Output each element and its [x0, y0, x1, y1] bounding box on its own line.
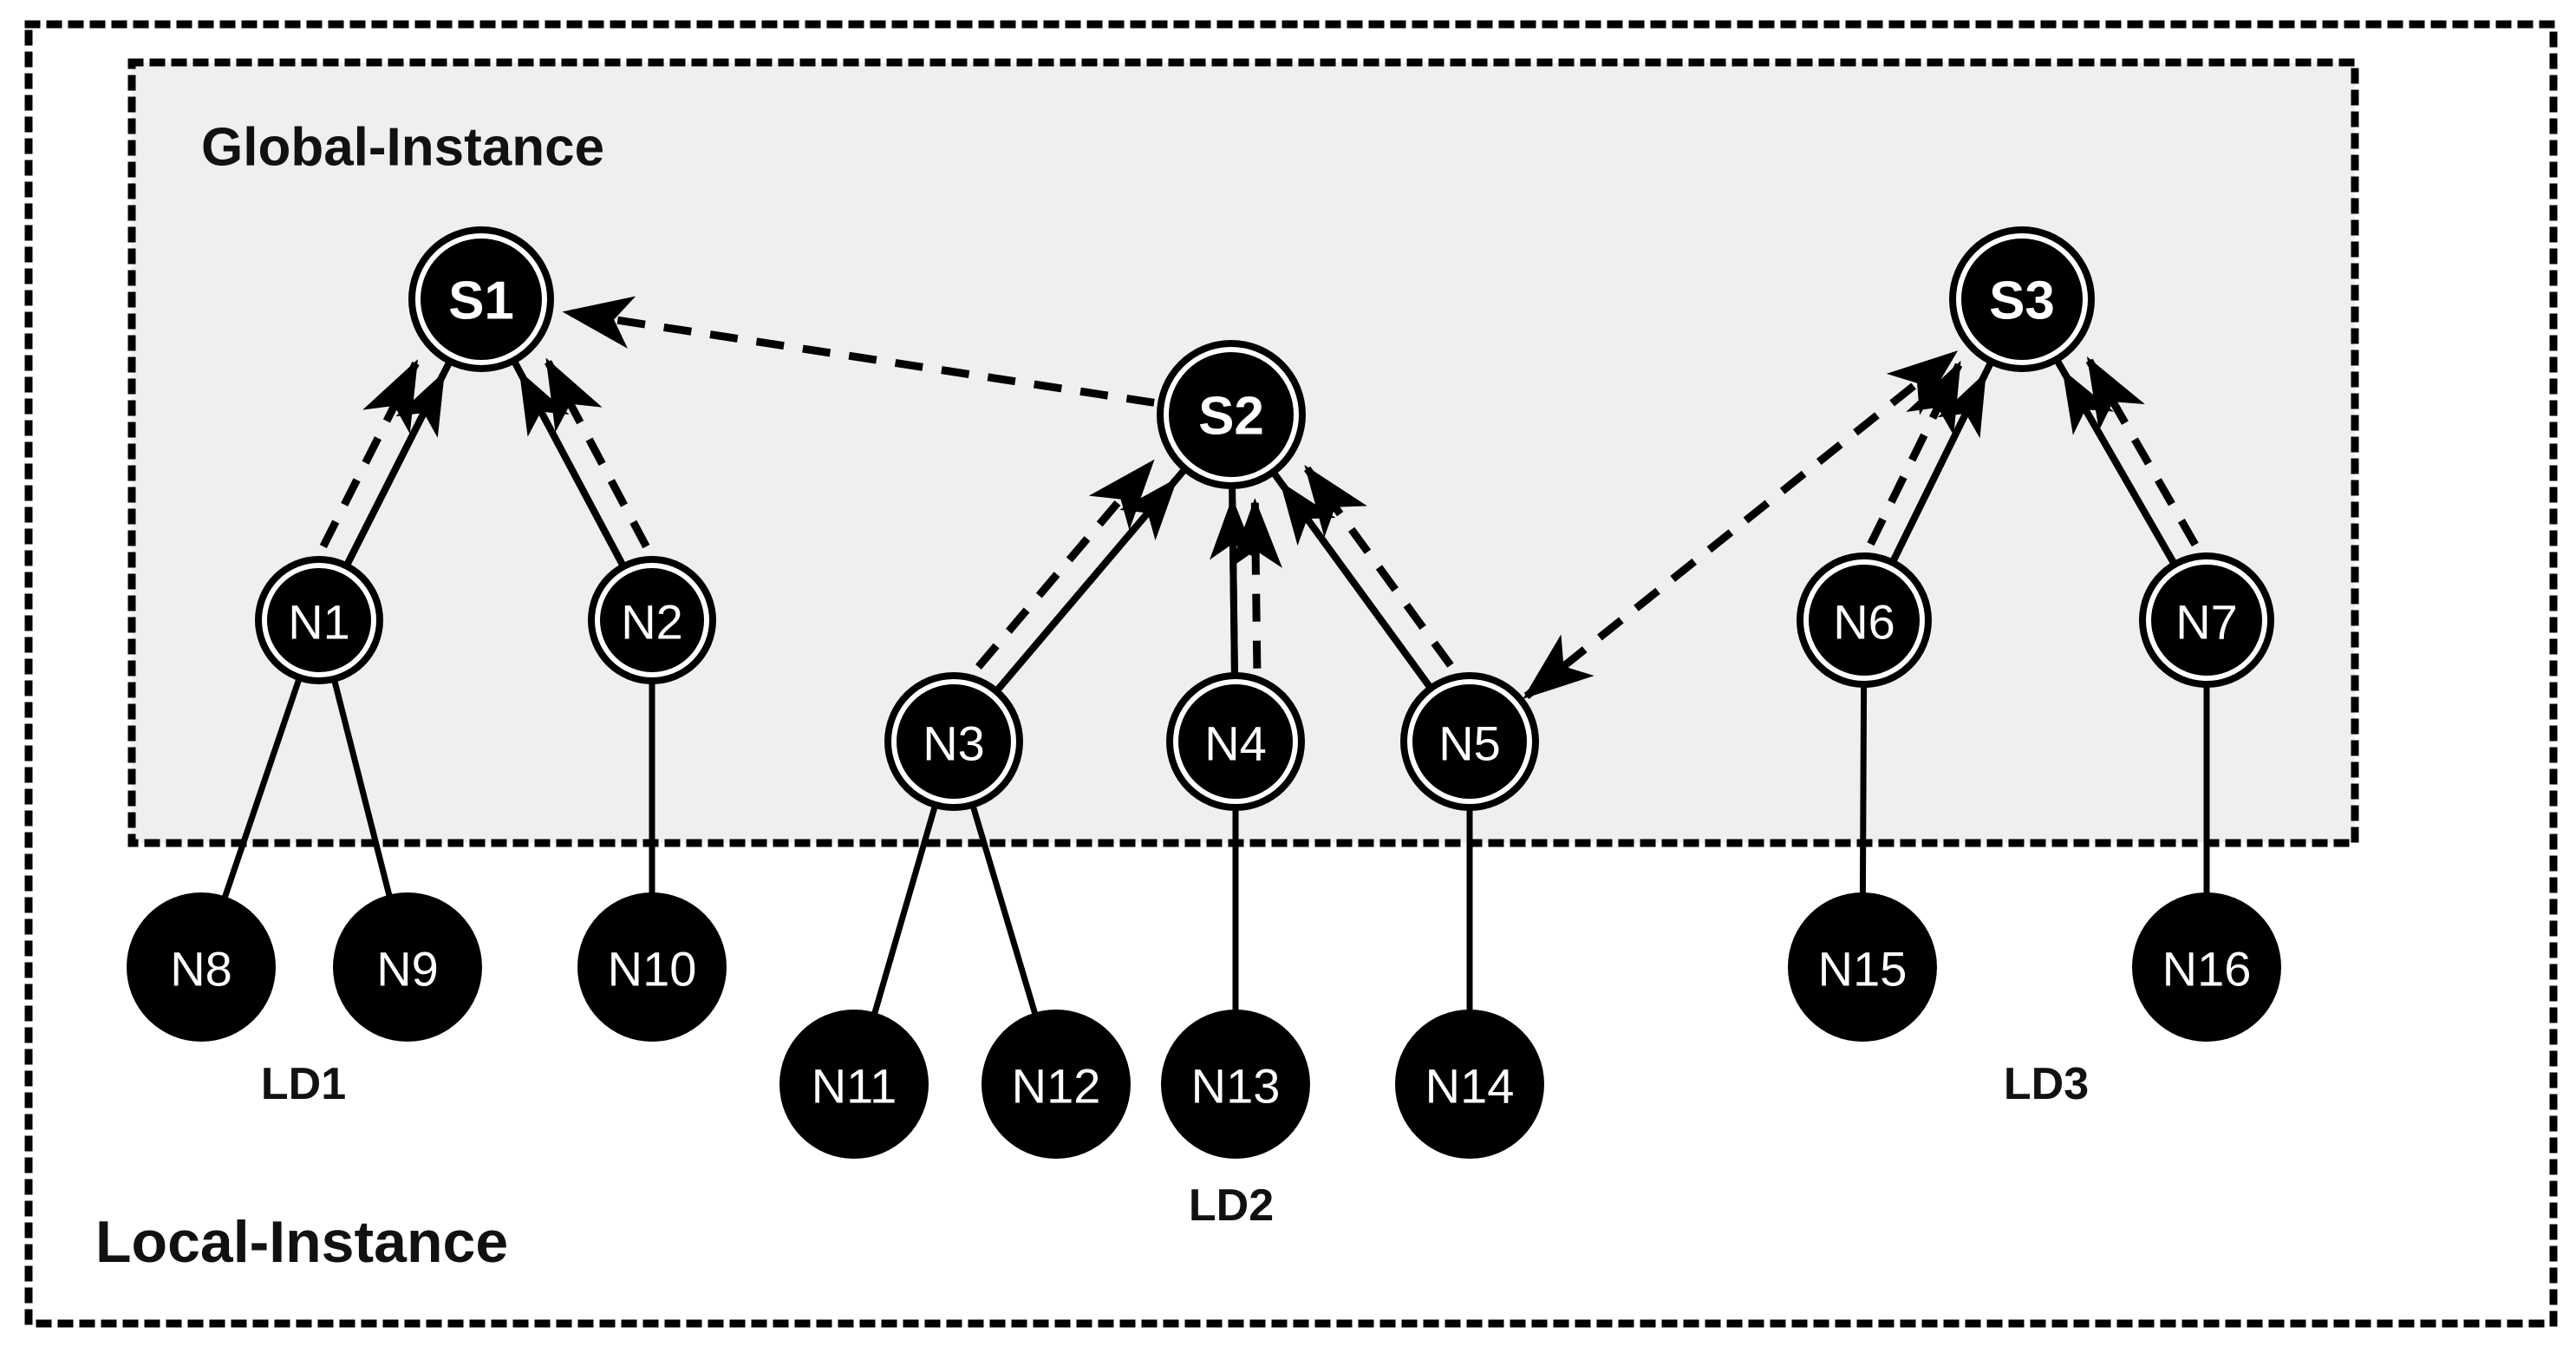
dashed-edge-S2-S1: [562, 296, 1155, 407]
global-instance-title: Global-Instance: [201, 118, 604, 178]
dashed-edge-N2-S1: [545, 357, 650, 549]
dashed-edge-N7-S3: [2085, 356, 2199, 547]
node-n3[interactable]: N3: [884, 672, 1023, 811]
node-ring-s1: [415, 233, 547, 365]
node-ring-n4: [1173, 679, 1298, 804]
node-circle-n16: [2132, 892, 2281, 1042]
node-circle-n15: [1788, 892, 1937, 1042]
node-n4[interactable]: N4: [1166, 672, 1305, 811]
edge-N8-N1: [221, 676, 303, 901]
node-circle-s3: [1949, 226, 2095, 372]
node-ring-n1: [262, 563, 376, 677]
node-circle-n7: [2139, 552, 2274, 688]
node-n15[interactable]: N15: [1788, 892, 1937, 1042]
node-label-n1: N1: [288, 595, 350, 650]
node-n10[interactable]: N10: [577, 892, 727, 1042]
node-label-n6: N6: [1833, 595, 1895, 650]
node-n13[interactable]: N13: [1161, 1010, 1310, 1159]
domain-label-ld2: LD2: [1189, 1180, 1274, 1231]
edge-N11-N3: [871, 803, 939, 1017]
node-label-n7: N7: [2175, 595, 2238, 650]
node-label-n16: N16: [2162, 942, 2252, 997]
node-n9[interactable]: N9: [333, 892, 482, 1042]
node-label-n5: N5: [1438, 716, 1501, 771]
node-label-s2: S2: [1198, 387, 1264, 447]
node-circle-n3: [884, 672, 1023, 811]
dashed-edge-layer: [319, 296, 2199, 700]
node-circle-n14: [1395, 1010, 1544, 1159]
node-label-n4: N4: [1204, 716, 1267, 771]
node-s1[interactable]: S1: [408, 226, 554, 372]
edge-arrow-N2-S1: [518, 370, 627, 569]
edge-arrow-N3-S2: [994, 477, 1178, 694]
node-label-n11: N11: [812, 1059, 897, 1114]
domain-label-ld1: LD1: [261, 1059, 346, 1109]
edge-arrow-N1-S1: [343, 371, 447, 568]
dashed-edge-N4-S2: [1229, 498, 1282, 669]
node-s3[interactable]: S3: [1949, 226, 2095, 372]
edge-arrow-N4-S2: [1210, 497, 1257, 676]
node-ring-n7: [2146, 559, 2267, 681]
domain-label-ld3: LD3: [2004, 1059, 2089, 1109]
node-circle-n12: [981, 1010, 1131, 1159]
node-label-s1: S1: [448, 271, 514, 331]
node-n16[interactable]: N16: [2132, 892, 2281, 1042]
node-n14[interactable]: N14: [1395, 1010, 1544, 1159]
edge-N12-N3: [969, 803, 1039, 1017]
local-instance-frame: [24, 20, 2558, 1328]
edge-arrow-N6-S3: [1889, 371, 1988, 565]
node-n7[interactable]: N7: [2139, 552, 2274, 688]
node-ring-s2: [1164, 347, 1299, 482]
node-circle-s2: [1157, 340, 1306, 489]
node-label-n8: N8: [170, 942, 232, 997]
node-ring-s3: [1956, 233, 2088, 365]
edge-arrow-N7-S3: [2061, 369, 2178, 566]
node-label-n2: N2: [621, 595, 683, 650]
node-n6[interactable]: N6: [1797, 552, 1932, 688]
node-label-n3: N3: [923, 716, 985, 771]
node-n5[interactable]: N5: [1400, 672, 1539, 811]
node-n8[interactable]: N8: [127, 892, 276, 1042]
node-circle-n4: [1166, 672, 1305, 811]
node-circle-n10: [577, 892, 727, 1042]
node-n12[interactable]: N12: [981, 1010, 1131, 1159]
node-circle-n2: [588, 556, 716, 684]
node-ring-n3: [891, 679, 1016, 804]
node-label-n10: N10: [608, 942, 697, 997]
node-label-n14: N14: [1425, 1059, 1515, 1114]
edge-N9-N1: [330, 677, 394, 899]
dashed-edge-N1-S1: [319, 359, 420, 549]
node-n2[interactable]: N2: [588, 556, 716, 684]
node-n11[interactable]: N11: [779, 1010, 929, 1159]
node-ring-n5: [1407, 679, 1532, 804]
node-n1[interactable]: N1: [255, 556, 383, 684]
node-ring-n2: [595, 563, 709, 677]
node-label-n13: N13: [1191, 1059, 1281, 1114]
node-ring-n6: [1803, 559, 1925, 681]
node-s2[interactable]: S2: [1157, 340, 1306, 489]
node-circle-n9: [333, 892, 482, 1042]
node-circle-n8: [127, 892, 276, 1042]
node-circle-s1: [408, 226, 554, 372]
node-circle-n11: [779, 1010, 929, 1159]
edge-N15-N6: [1859, 683, 1868, 897]
node-label-n15: N15: [1818, 942, 1908, 997]
node-label-n9: N9: [376, 942, 439, 997]
node-label-s3: S3: [1989, 271, 2055, 331]
node-label-n12: N12: [1012, 1059, 1101, 1114]
node-circle-n5: [1400, 672, 1539, 811]
node-circle-n1: [255, 556, 383, 684]
node-circle-n13: [1161, 1010, 1310, 1159]
edge-arrow-N5-S2: [1279, 480, 1434, 690]
local-instance-title: Local-Instance: [95, 1209, 508, 1275]
node-circle-n6: [1797, 552, 1932, 688]
